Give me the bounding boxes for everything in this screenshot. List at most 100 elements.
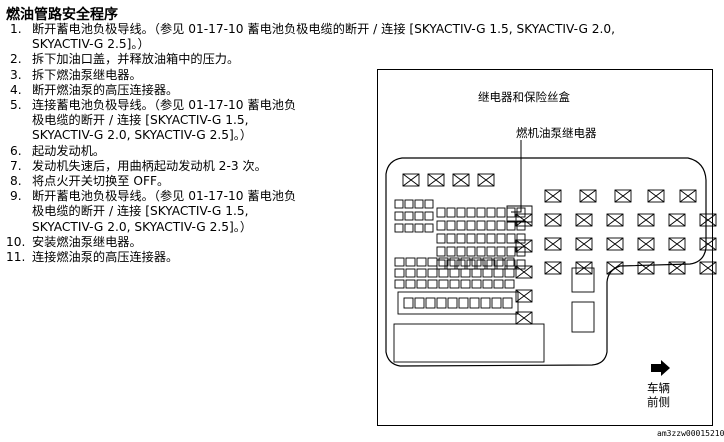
fuse-slot <box>516 207 526 218</box>
fuse-slot <box>496 246 506 257</box>
step-line: 极电缆的断开 / 连接 [SKYACTIV-G 1.5, <box>6 204 371 219</box>
small-fuse <box>394 223 404 233</box>
relay <box>544 189 562 203</box>
relay-mark <box>452 173 470 187</box>
fuse-slot <box>456 233 466 244</box>
relay-mark <box>515 265 533 279</box>
relay <box>515 239 533 253</box>
fuse-slot <box>446 220 456 231</box>
relay <box>606 213 624 227</box>
relay <box>637 261 655 275</box>
small-fuse <box>438 257 449 267</box>
small-fuse <box>404 223 414 233</box>
relay <box>427 173 445 187</box>
small-fuse <box>438 268 449 278</box>
relay <box>515 289 533 303</box>
figure-code: am3zzw00015210 <box>657 429 724 438</box>
relay-mark <box>699 237 717 251</box>
fuse-slot <box>506 220 516 231</box>
step-text: 极电缆的断开 / 连接 [SKYACTIV-G 1.5, <box>32 204 249 219</box>
connector-block <box>393 323 545 363</box>
step-number: 3. <box>10 67 22 82</box>
step-text: 拆下加油口盖，并释放油箱中的压力。 <box>32 52 240 67</box>
fuse-slot <box>496 220 506 231</box>
front-label-line1: 车辆 <box>647 381 670 395</box>
relay-mark <box>699 261 717 275</box>
fuse-slot <box>516 259 526 270</box>
step-line: 7.发动机失速后，用曲柄起动发动机 2-3 次。 <box>6 159 371 174</box>
relay-mark <box>606 237 624 251</box>
small-fuse <box>405 279 416 289</box>
small-fuse <box>427 279 438 289</box>
fuse-box-outline <box>385 157 707 367</box>
relay-mark <box>614 189 632 203</box>
figure-title: 继电器和保险丝盒 <box>478 90 570 104</box>
relay <box>668 261 686 275</box>
fuse-slot <box>476 233 486 244</box>
fuse-slot <box>436 259 446 270</box>
small-fuse <box>394 211 404 221</box>
relay-mark <box>668 237 686 251</box>
fuse-slot <box>436 246 446 257</box>
small-fuse <box>414 211 424 221</box>
fuse-slot <box>466 220 476 231</box>
relay <box>699 213 717 227</box>
step-text: 起动发动机。 <box>32 143 106 158</box>
small-fuse <box>471 257 482 267</box>
small-fuse <box>449 257 460 267</box>
small-fuse <box>482 257 493 267</box>
fuse-slot <box>486 207 496 218</box>
small-fuse <box>493 257 504 267</box>
small-fuse <box>471 268 482 278</box>
fuse-slot <box>458 297 469 309</box>
small-fuse <box>471 279 482 289</box>
relay-mark <box>544 213 562 227</box>
small-fuse <box>404 211 414 221</box>
small-fuse <box>482 279 493 289</box>
small-fuse <box>424 223 434 233</box>
small-fuse <box>449 268 460 278</box>
step-number: 1. <box>10 22 22 36</box>
step-line: 9. 断开蓄电池负极导线。（参见 01-17-10 蓄电池负 <box>6 189 371 204</box>
step-number: 2. <box>10 52 22 67</box>
small-fuse <box>438 279 449 289</box>
relay-mark <box>668 213 686 227</box>
fuse-slot <box>436 220 446 231</box>
fuse-slot <box>456 246 466 257</box>
step-text: 连接蓄电池负极导线。（参见 01-17-10 蓄电池负 <box>32 98 297 113</box>
fuse-slot <box>403 297 414 309</box>
step-text: 断开蓄电池负极导线。（参见 01-17-10 蓄电池负 <box>32 189 297 204</box>
relay <box>606 261 624 275</box>
small-fuse <box>416 257 427 267</box>
fuse-strip <box>397 291 519 315</box>
small-fuse <box>416 268 427 278</box>
step-number: 9. <box>10 189 22 204</box>
fuse-slot <box>469 297 480 309</box>
fuse-slot <box>476 220 486 231</box>
fuse-slot <box>456 207 466 218</box>
step-text: 断开燃油泵的高压连接器。 <box>32 82 179 97</box>
fuse-slot <box>456 220 466 231</box>
relay <box>699 237 717 251</box>
relay <box>579 189 597 203</box>
step-line: 5.连接蓄电池负极导线。（参见 01-17-10 蓄电池负 <box>6 98 371 113</box>
small-fuse <box>504 268 515 278</box>
relay-mark <box>575 237 593 251</box>
connector-block <box>571 267 595 293</box>
step-number: 10. <box>6 234 26 249</box>
step-text: SKYACTIV-G 2.0, SKYACTIV-G 2.5]。） <box>32 219 253 234</box>
fuse-slot <box>506 233 516 244</box>
step-line: SKYACTIV-G 2.0, SKYACTIV-G 2.5]。） <box>6 128 371 143</box>
relay <box>544 237 562 251</box>
relay <box>477 173 495 187</box>
relay <box>544 213 562 227</box>
relay-mark <box>606 261 624 275</box>
relay <box>647 189 665 203</box>
relay-mark <box>579 189 597 203</box>
fuse-slot <box>466 246 476 257</box>
relay <box>699 261 717 275</box>
relay-mark <box>668 261 686 275</box>
relay-mark <box>647 189 665 203</box>
step-line: 3.拆下燃油泵继电器。 <box>6 68 371 83</box>
small-fuse <box>493 268 504 278</box>
